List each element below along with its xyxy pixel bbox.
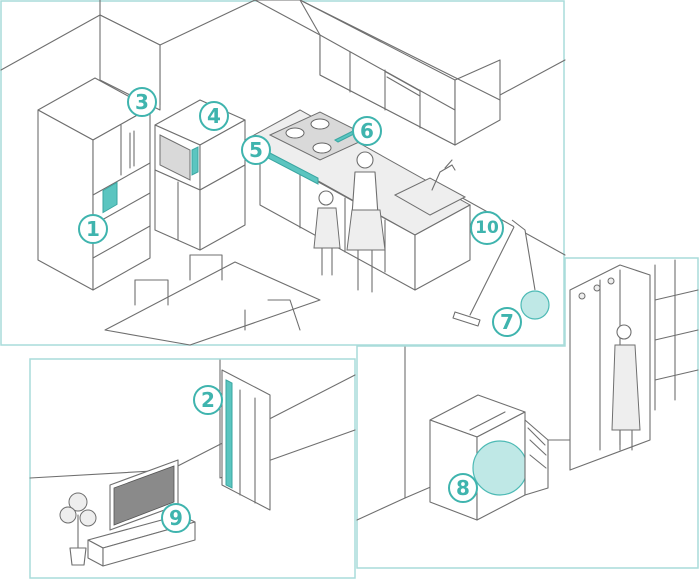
badge-7[interactable]: 7 [492,307,522,337]
upper-cabinets [254,0,501,146]
svg-text:6: 6 [360,119,374,143]
laundry-panel: 8 [356,257,699,569]
svg-text:7: 7 [500,310,514,334]
svg-text:1: 1 [86,217,100,241]
badge-1[interactable]: 1 [78,214,108,244]
door-frame [221,369,271,511]
living-room-frame [29,358,356,579]
microwave-cabinet [154,99,246,251]
washer-door [472,440,528,496]
washing-machine [429,394,549,521]
door-sensor-strip [225,379,233,489]
kitchen-panel: 1 3 4 5 6 10 7 [0,0,566,346]
svg-text:10: 10 [475,218,499,238]
vacuum-cleaner [452,219,550,327]
badge-4[interactable]: 4 [199,101,229,131]
svg-text:2: 2 [201,388,215,412]
woman-figure [346,151,386,293]
svg-text:8: 8 [456,476,470,500]
svg-text:5: 5 [249,138,263,162]
fridge-top-cabinet [99,14,161,111]
badge-10[interactable]: 10 [470,211,504,245]
svg-text:9: 9 [169,506,183,530]
badge-2[interactable]: 2 [193,385,223,415]
potted-plant [59,492,97,566]
dining-table [104,254,321,346]
svg-text:4: 4 [207,104,221,128]
badge-8[interactable]: 8 [448,473,478,503]
badge-5[interactable]: 5 [241,135,271,165]
badge-3[interactable]: 3 [127,87,157,117]
woman-at-sink [611,324,641,451]
refrigerator [37,77,151,291]
badge-6[interactable]: 6 [352,116,382,146]
badge-9[interactable]: 9 [161,503,191,533]
girl-figure [313,190,341,276]
living-room-panel: 2 9 [29,358,356,579]
svg-text:3: 3 [135,90,149,114]
